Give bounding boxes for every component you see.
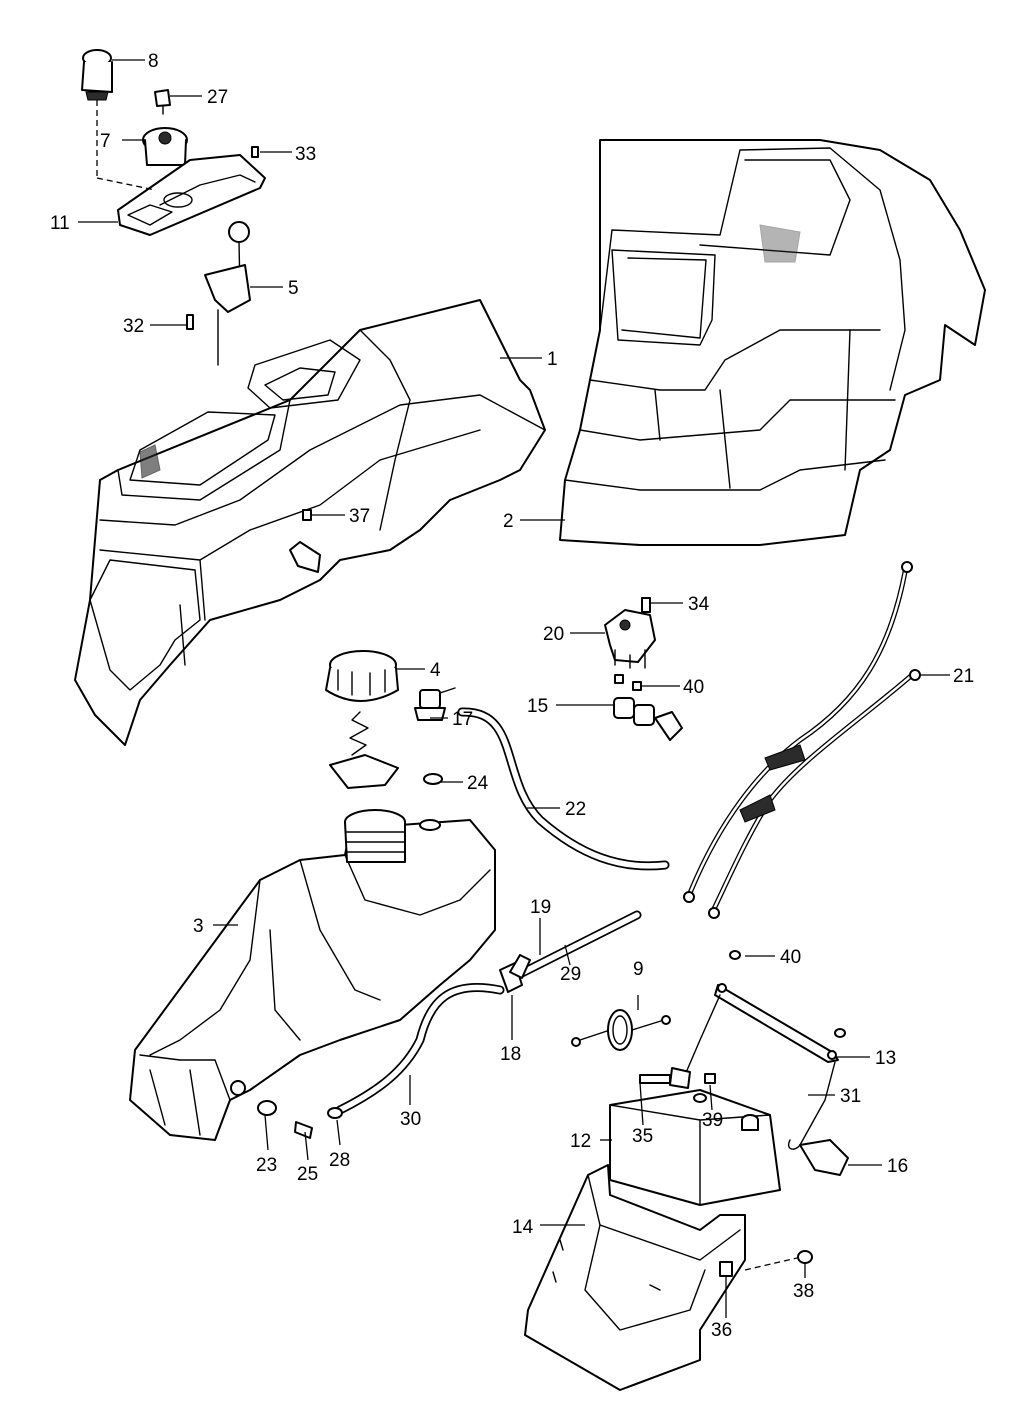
callout-8: 8	[148, 51, 159, 72]
callout-22: 22	[565, 799, 586, 820]
callout-37: 37	[349, 506, 370, 527]
callout-5: 5	[288, 278, 299, 299]
callout-15: 15	[527, 696, 548, 717]
callout-17: 17	[452, 709, 473, 730]
leader-lines	[78, 59, 950, 1318]
front-console-cover	[74, 299, 546, 746]
callout-38: 38	[793, 1281, 814, 1302]
fuel-hose-30	[335, 982, 505, 1115]
fuel-cap-4	[325, 650, 399, 789]
callout-34: 34	[688, 594, 710, 615]
callout-18: 18	[500, 1044, 521, 1065]
callout-25: 25	[297, 1164, 318, 1185]
callout-36: 36	[711, 1320, 732, 1341]
key-switch-8	[81, 49, 113, 101]
callout-20: 20	[543, 624, 564, 645]
ignition-switch-7	[142, 127, 188, 166]
terminal-boots-15	[613, 697, 683, 741]
callout-19: 19	[530, 897, 551, 918]
rear-console-cover	[559, 139, 986, 546]
clamp-28	[327, 1107, 343, 1119]
callout-32: 32	[123, 316, 144, 337]
callout-7: 7	[100, 131, 111, 152]
callout-1: 1	[547, 349, 558, 370]
callout-29: 29	[560, 964, 581, 985]
nut-40-lower	[729, 950, 741, 960]
screw-34	[641, 597, 651, 613]
callout-35: 35	[632, 1126, 653, 1147]
terminal-boot-16	[799, 1139, 849, 1176]
screw-33	[251, 146, 259, 158]
fuel-fitting-17	[414, 687, 456, 721]
fuel-hose-22	[457, 707, 670, 871]
callout-33: 33	[295, 144, 316, 165]
fitting-25	[294, 1121, 313, 1139]
callout-12: 12	[570, 1131, 591, 1152]
callout-28: 28	[329, 1150, 350, 1171]
callout-9: 9	[633, 959, 644, 980]
callout-39: 39	[702, 1110, 723, 1131]
callout-40-upper: 40	[683, 677, 704, 698]
shift-lever-5	[204, 221, 251, 366]
callout-31: 31	[840, 1086, 861, 1107]
callout-30: 30	[400, 1109, 421, 1130]
callout-13: 13	[875, 1048, 896, 1069]
callout-3: 3	[193, 916, 204, 937]
coil-cable-9	[571, 1009, 671, 1051]
callout-24: 24	[467, 773, 489, 794]
hold-down-bar-13	[714, 983, 839, 1063]
bracket-37	[289, 509, 321, 573]
bolts-35-39	[639, 1067, 716, 1089]
fuel-tube-19-29	[503, 910, 642, 985]
grommet-23	[257, 1100, 277, 1116]
battery-12	[609, 1089, 781, 1206]
battery-cable-21	[683, 561, 921, 919]
switch-panel-11	[117, 154, 266, 236]
callout-21: 21	[953, 666, 974, 687]
key-27	[154, 89, 171, 115]
clamp-18	[499, 954, 531, 993]
nut-40-upper	[614, 674, 642, 691]
callout-14: 14	[512, 1217, 534, 1238]
callout-27: 27	[207, 87, 228, 108]
callout-11: 11	[50, 213, 70, 234]
callout-labels: 8 27 7 33 11 5 32 1 37 2 34 20 4 21 40 1…	[50, 51, 974, 1341]
grommet-24	[423, 773, 443, 785]
switch-20	[604, 609, 656, 669]
bolt-32	[186, 314, 194, 330]
callout-40-lower: 40	[780, 947, 801, 968]
battery-tray-14	[524, 1164, 746, 1391]
callout-4: 4	[430, 660, 441, 681]
callout-23: 23	[256, 1155, 277, 1176]
callout-16: 16	[887, 1156, 908, 1177]
callout-2: 2	[503, 511, 514, 532]
fuel-tank	[129, 809, 496, 1141]
nut-38	[797, 1250, 813, 1264]
